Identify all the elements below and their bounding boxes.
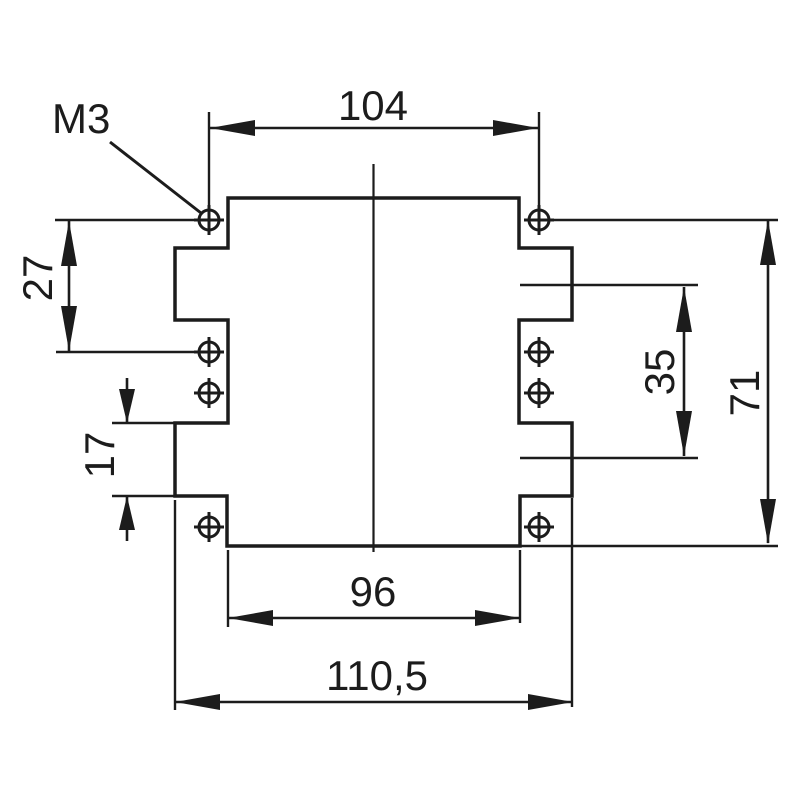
dimension-label-35: 35 xyxy=(636,349,683,396)
arrowhead-right-icon xyxy=(493,120,538,136)
dimension-label-96: 96 xyxy=(350,568,397,615)
dimension-104: 104 xyxy=(207,82,541,220)
mounting-hole-crosshair-bottom-right xyxy=(522,510,556,544)
mounting-hole-crosshair-mid-lower-right xyxy=(522,376,556,410)
arrowhead-up-icon xyxy=(676,287,692,332)
arrowhead-up-icon xyxy=(61,221,77,266)
arrowhead-left-icon xyxy=(175,694,220,710)
mounting-hole-crosshair-mid-lower-left xyxy=(192,376,226,410)
thread-callout: M3 xyxy=(52,95,202,215)
arrowhead-right-icon xyxy=(475,610,520,626)
dimension-label-104: 104 xyxy=(338,82,408,129)
mounting-hole-crosshair-mid-upper-right xyxy=(522,335,556,369)
leader-line xyxy=(109,140,202,215)
dimension-27: 27 xyxy=(14,218,224,354)
arrowhead-left-icon xyxy=(210,120,255,136)
dimension-label-17: 17 xyxy=(76,432,123,479)
mounting-hole-crosshair-bottom-left xyxy=(192,510,226,544)
dimension-label-110-5: 110,5 xyxy=(326,652,428,699)
arrowhead-down-icon xyxy=(61,306,77,351)
arrowhead-down-icon xyxy=(676,411,692,456)
dimension-17: 17 xyxy=(76,378,180,541)
dimension-110-5: 110,5 xyxy=(173,498,574,710)
arrowhead-up-icon xyxy=(119,496,135,530)
arrowhead-left-icon xyxy=(228,610,273,626)
arrowhead-down-icon xyxy=(119,389,135,423)
dimension-71: 71 xyxy=(520,218,778,548)
arrowhead-right-icon xyxy=(528,694,573,710)
thread-label: M3 xyxy=(52,95,110,142)
dimension-96: 96 xyxy=(226,550,522,627)
arrowhead-up-icon xyxy=(760,220,776,265)
dimension-35: 35 xyxy=(520,283,698,460)
dimension-label-27: 27 xyxy=(14,255,61,302)
arrowhead-down-icon xyxy=(760,499,776,544)
dimension-label-71: 71 xyxy=(721,370,768,417)
